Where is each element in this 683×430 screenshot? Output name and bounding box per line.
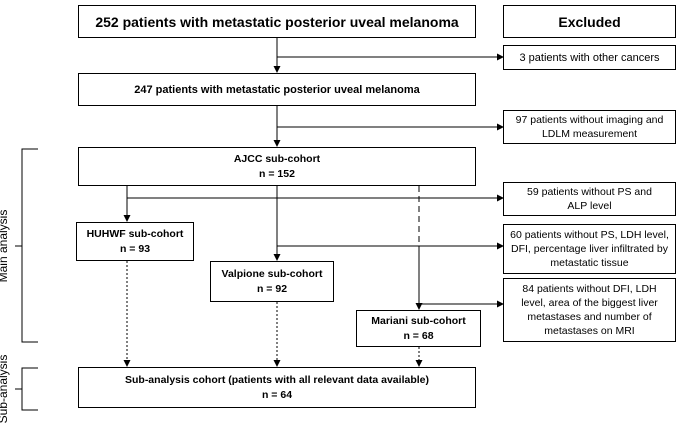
box-other-cancers: 3 patients with other cancers bbox=[503, 45, 676, 70]
ajcc-count: n = 152 bbox=[259, 167, 295, 180]
box-subanalysis-cohort: Sub-analysis cohort (patients with all r… bbox=[78, 367, 476, 408]
box-no-valpione-data: 60 patients without PS, LDH level, DFI, … bbox=[503, 224, 676, 274]
other-cancers-text: 3 patients with other cancers bbox=[519, 51, 660, 64]
valpione-count: n = 92 bbox=[256, 282, 288, 295]
no-valpione-line3: metastatic tissue bbox=[550, 257, 629, 269]
box-total-patients: 252 patients with metastatic posterior u… bbox=[78, 5, 476, 38]
no-mariani-line4: metastases on MRI bbox=[544, 325, 635, 337]
side-label-sub-analysis: Sub-analysis bbox=[0, 354, 10, 424]
valpione-label: Valpione sub-cohort bbox=[221, 267, 323, 280]
box-no-ps-alp: 59 patients without PS and ALP level bbox=[503, 182, 676, 216]
ajcc-label: AJCC sub-cohort bbox=[233, 152, 321, 165]
no-valpione-line2: DFI, percentage liver infiltrated by bbox=[511, 243, 668, 255]
huhwf-count: n = 93 bbox=[119, 242, 151, 255]
no-ps-alp-line2: ALP level bbox=[567, 200, 612, 212]
box-valpione-subcohort: Valpione sub-cohort n = 92 bbox=[210, 261, 334, 302]
eligible-patients-text: 247 patients with metastatic posterior u… bbox=[134, 83, 420, 96]
no-mariani-line2: level, area of the biggest liver bbox=[521, 297, 658, 309]
box-no-imaging: 97 patients without imaging and LDLM mea… bbox=[503, 110, 676, 144]
no-ps-alp-line1: 59 patients without PS and bbox=[527, 186, 652, 198]
box-no-mariani-data: 84 patients without DFI, LDH level, area… bbox=[503, 278, 676, 342]
no-valpione-line1: 60 patients without PS, LDH level, bbox=[510, 229, 669, 241]
mariani-label: Mariani sub-cohort bbox=[371, 314, 466, 327]
box-ajcc-subcohort: AJCC sub-cohort n = 152 bbox=[78, 147, 476, 186]
mariani-count: n = 68 bbox=[403, 329, 434, 342]
box-excluded-header: Excluded bbox=[503, 5, 676, 38]
bracket-main-analysis bbox=[21, 148, 38, 343]
box-huhwf-subcohort: HUHWF sub-cohort n = 93 bbox=[76, 222, 194, 261]
box-mariani-subcohort: Mariani sub-cohort n = 68 bbox=[356, 310, 481, 347]
total-patients-text: 252 patients with metastatic posterior u… bbox=[95, 13, 459, 30]
no-imaging-line2: LDLM measurement bbox=[541, 128, 638, 140]
subanalysis-count: n = 64 bbox=[261, 388, 293, 401]
huhwf-label: HUHWF sub-cohort bbox=[86, 227, 184, 240]
box-eligible-patients: 247 patients with metastatic posterior u… bbox=[78, 73, 476, 106]
side-label-main-analysis: Main analysis bbox=[0, 209, 10, 283]
subanalysis-label: Sub-analysis cohort (patients with all r… bbox=[124, 373, 429, 386]
no-imaging-line1: 97 patients without imaging and bbox=[515, 114, 664, 126]
excluded-header-text: Excluded bbox=[558, 13, 621, 30]
bracket-sub-analysis bbox=[21, 367, 38, 411]
no-mariani-line1: 84 patients without DFI, LDH bbox=[522, 283, 657, 295]
no-mariani-line3: metastases and number of bbox=[527, 311, 652, 323]
